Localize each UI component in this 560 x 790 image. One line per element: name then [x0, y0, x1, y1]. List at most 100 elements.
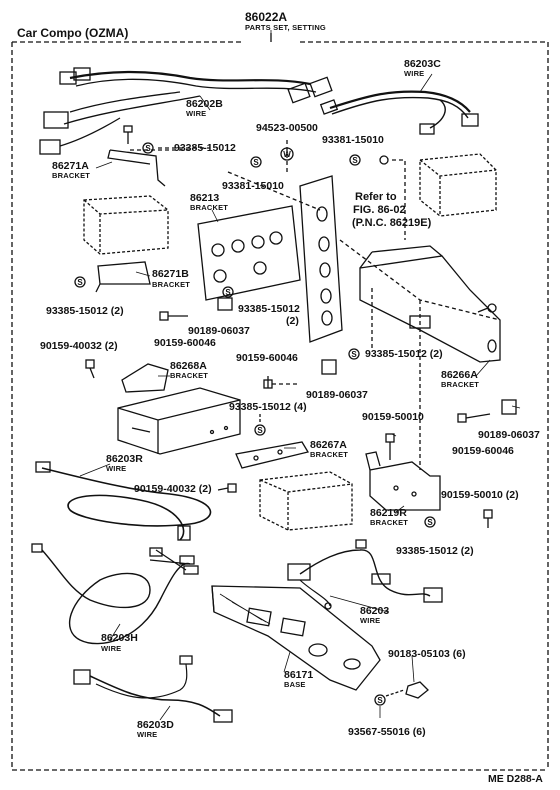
label-86271a-number: 86271A [52, 160, 89, 172]
label-86203c-number: 86203C [404, 58, 441, 70]
diagram-title: Car Compo (OZMA) [17, 26, 129, 40]
bolt-90159-60046c [457, 413, 491, 423]
washer-93385-f: S [424, 516, 436, 528]
bracket-86213 [197, 205, 301, 301]
bracket-86271a [107, 149, 166, 187]
label-90159-50010a: 90159-50010 [362, 411, 424, 423]
washer-93385-b: S [74, 276, 86, 288]
bolt-90159-a [159, 311, 188, 321]
label-90183: 90183-05103 (6) [388, 648, 466, 660]
base-86171 [211, 585, 381, 691]
label-86202b-name: WIRE [186, 109, 207, 118]
clip-90189-a [217, 297, 233, 311]
label-93385-f: 93385-15012 (2) [396, 545, 474, 557]
label-86203r-number: 86203R [106, 453, 143, 465]
ref-box-right [419, 153, 497, 217]
label-86266a-number: 86266A [441, 369, 478, 381]
refer-line-2: FIG. 86-02 [353, 204, 406, 216]
label-93567: 93567-55016 (6) [348, 726, 426, 738]
label-90159-40032b: 90159-40032 (2) [134, 483, 212, 495]
refer-line-1: Refer to [355, 191, 397, 203]
label-86267a-name: BRACKET [310, 450, 349, 459]
svg-text:S: S [145, 144, 151, 153]
wire-86203d [73, 655, 233, 723]
bracket-86268a [121, 363, 169, 393]
washer-93385-top: S [142, 142, 154, 154]
clip-90189-b [321, 359, 337, 375]
label-86268a-name: BRACKET [170, 371, 209, 380]
ref-box-left [83, 195, 169, 255]
label-90159-46c: 90159-60046 [452, 445, 514, 457]
wire-86202b [39, 67, 333, 155]
label-86203h-name: WIRE [101, 644, 122, 653]
svg-text:S: S [257, 426, 263, 435]
label-86203d-name: WIRE [137, 730, 158, 739]
label-86203-name: WIRE [360, 616, 381, 625]
washer-93385-c: S [222, 286, 234, 298]
label-86219r-name: BRACKET [370, 518, 409, 527]
label-86271b-name: BRACKET [152, 280, 191, 289]
svg-text:S: S [253, 158, 259, 167]
label-90159-50010b: 90159-50010 (2) [441, 489, 519, 501]
figure-code: ME D288-A [488, 773, 543, 785]
bolt-90159-50010b [483, 509, 493, 528]
label-86213-name: BRACKET [190, 203, 229, 212]
label-86202b-number: 86202B [186, 98, 223, 110]
label-90189-c: 90189-06037 [478, 429, 540, 441]
svg-text:S: S [225, 288, 231, 297]
set-frame [11, 41, 549, 771]
label-86203-number: 86203 [360, 605, 390, 617]
svg-text:S: S [351, 350, 357, 359]
bracket-86266a [359, 245, 501, 363]
label-86219r-number: 86219R [370, 507, 407, 519]
label-93385-a: 93385-15012 [174, 142, 236, 154]
bracket-vertical [299, 175, 343, 343]
washer-93381-b: S [349, 154, 361, 166]
label-93385-c: 93385-15012 [238, 303, 300, 315]
bolt-90159-50010a [385, 433, 395, 460]
label-86203c-name: WIRE [404, 69, 425, 78]
label-90189-b: 90189-06037 [306, 389, 368, 401]
bolt-90159-40032b [217, 483, 237, 493]
label-86271b-number: 86271B [152, 268, 189, 280]
svg-text:S: S [352, 156, 358, 165]
bolt-90159-40032a [85, 359, 95, 379]
washer-93385-e: S [254, 424, 266, 436]
label-93385-b: 93385-15012 (2) [46, 305, 124, 317]
label-90159-46a: 90159-60046 [154, 337, 216, 349]
label-86203d-number: 86203D [137, 719, 174, 731]
wire-86203r [35, 461, 212, 541]
nut-90183 [405, 681, 429, 699]
label-90159-46b: 90159-60046 [236, 352, 298, 364]
bolt-90159-60046b [263, 376, 300, 389]
label-90159-40032a: 90159-40032 (2) [40, 340, 118, 352]
wire-86203c [319, 90, 479, 135]
set-name: PARTS SET, SETTING [245, 23, 326, 32]
label-94523: 94523-00500 [256, 122, 318, 134]
wire-86203h [31, 543, 199, 645]
bracket-86219r [365, 451, 441, 511]
label-93385-c-qty: (2) [286, 315, 299, 327]
ref-component-mid [259, 471, 353, 531]
label-86268a-number: 86268A [170, 360, 207, 372]
washer-93567: S [374, 694, 386, 706]
label-93381-b: 93381-15010 [322, 134, 384, 146]
screw-top-left [123, 125, 133, 144]
bracket-86267a [235, 441, 310, 469]
label-93381-a: 93381-15010 [222, 180, 284, 192]
svg-text:S: S [377, 696, 383, 705]
stereo-unit [117, 387, 241, 455]
clip-90189-c [501, 399, 517, 415]
screw-right [477, 303, 497, 313]
bracket-86271b [95, 261, 151, 293]
svg-text:S: S [427, 518, 433, 527]
label-86171-number: 86171 [284, 669, 314, 681]
washer-93385-d: S [348, 348, 360, 360]
set-number: 86022A [245, 10, 288, 24]
svg-text:S: S [77, 278, 83, 287]
label-93385-d: 93385-15012 (2) [365, 348, 443, 360]
label-86271a-name: BRACKET [52, 171, 91, 180]
label-86266a-name: BRACKET [441, 380, 480, 389]
washer-93381-a: S [250, 156, 262, 168]
